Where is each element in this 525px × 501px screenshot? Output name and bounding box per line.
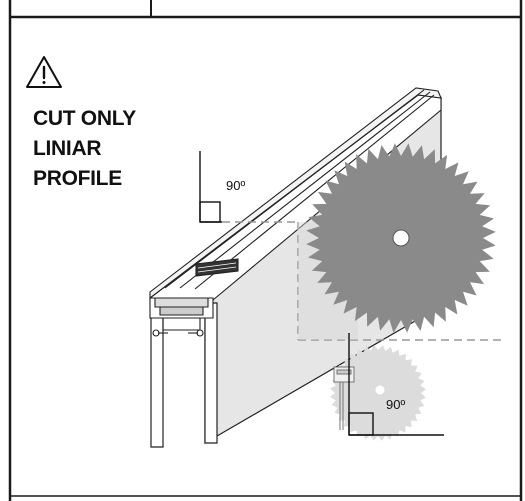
bottom-angle-label: 90º bbox=[386, 397, 406, 412]
top-right-angle-marker bbox=[199, 151, 222, 223]
warning-triangle-icon bbox=[26, 56, 62, 88]
track-profile bbox=[149, 87, 442, 337]
saw-blade bbox=[306, 143, 496, 333]
warning-line-1: CUT ONLY bbox=[33, 107, 136, 130]
top-angle-label: 90º bbox=[226, 178, 246, 193]
warning-line-2: LINIAR bbox=[33, 137, 102, 160]
bottom-right-angle-marker bbox=[348, 333, 444, 436]
right-panel-front-edge bbox=[204, 302, 218, 444]
dashed-guide-lines bbox=[222, 221, 505, 341]
left-glass-panel bbox=[150, 302, 164, 448]
warning-line-3: PROFILE bbox=[33, 167, 122, 190]
warning-text: CUT ONLY LINIAR PROFILE bbox=[33, 104, 193, 194]
outer-frame bbox=[8, 0, 523, 501]
